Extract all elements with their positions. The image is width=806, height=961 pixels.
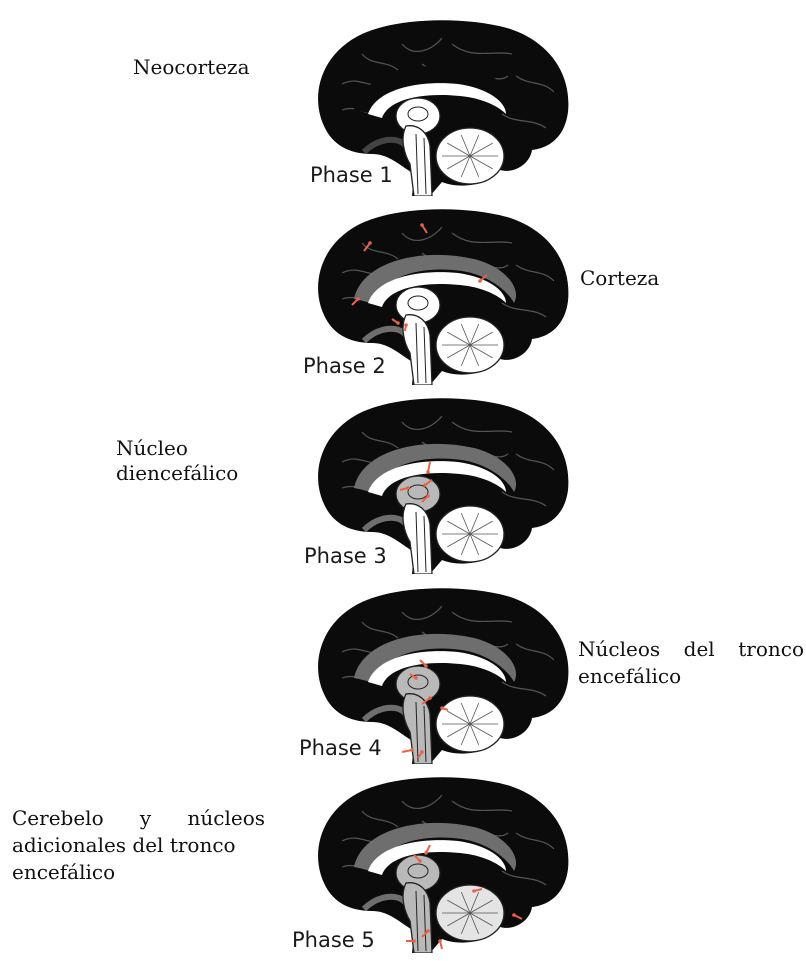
phase-label-3: Phase 3 [304,544,387,568]
lesion-arrow-head [406,486,410,490]
lesion-arrow-head [396,321,400,325]
lesion-arrow-head [410,748,414,752]
lesion-arrow-head [426,494,430,498]
lesion-arrow-head [423,483,427,487]
lesion-arrow-head [420,750,424,754]
region-label-phase-5-line-2: adicionales del tronco [12,833,236,858]
phase-label-4: Phase 4 [299,736,382,760]
region-label-phase-3-line-2: diencefálico [116,461,238,486]
phase-label-2: Phase 2 [303,354,386,378]
lesion-arrow-head [472,889,476,893]
phase-label-5: Phase 5 [292,928,375,952]
lesion-arrow-head [440,706,444,710]
lesion-arrow-head [418,859,422,863]
lesion-arrow-head [428,696,432,700]
lesion-arrow-head [424,851,428,855]
lesion-arrow-head [368,241,372,245]
lesion-arrow-head [426,929,430,933]
phase-label-1: Phase 1 [310,163,393,187]
lesion-arrow-head [512,913,516,917]
lesion-arrow-head [478,279,482,283]
region-label-phase-5-line-1: Cerebelo y núcleos [12,806,265,831]
lesion-arrow-head [414,676,418,680]
lesion-arrow-head [426,470,430,474]
region-label-phase-4-line-1: Núcleos del tronco [578,637,804,662]
lesion-arrow-head [356,297,360,301]
region-label-phase-3-line-1: Núcleo [116,436,238,461]
region-label-phase-3: Núcleo diencefálico [116,436,238,486]
brain-illustration-phase-5 [302,771,582,953]
region-label-phase-2: Corteza [580,266,659,291]
lesion-arrow-head [404,323,408,327]
region-label-phase-5-line-3: encefálico [12,860,115,885]
region-label-phase-1: Neocorteza [133,55,250,80]
region-label-phase-4-line-2: encefálico [578,664,681,689]
lesion-arrow-head [438,939,442,943]
lesion-arrow-head [420,223,424,227]
lesion-arrow-head [412,939,416,943]
lesion-arrow-head [424,664,428,668]
